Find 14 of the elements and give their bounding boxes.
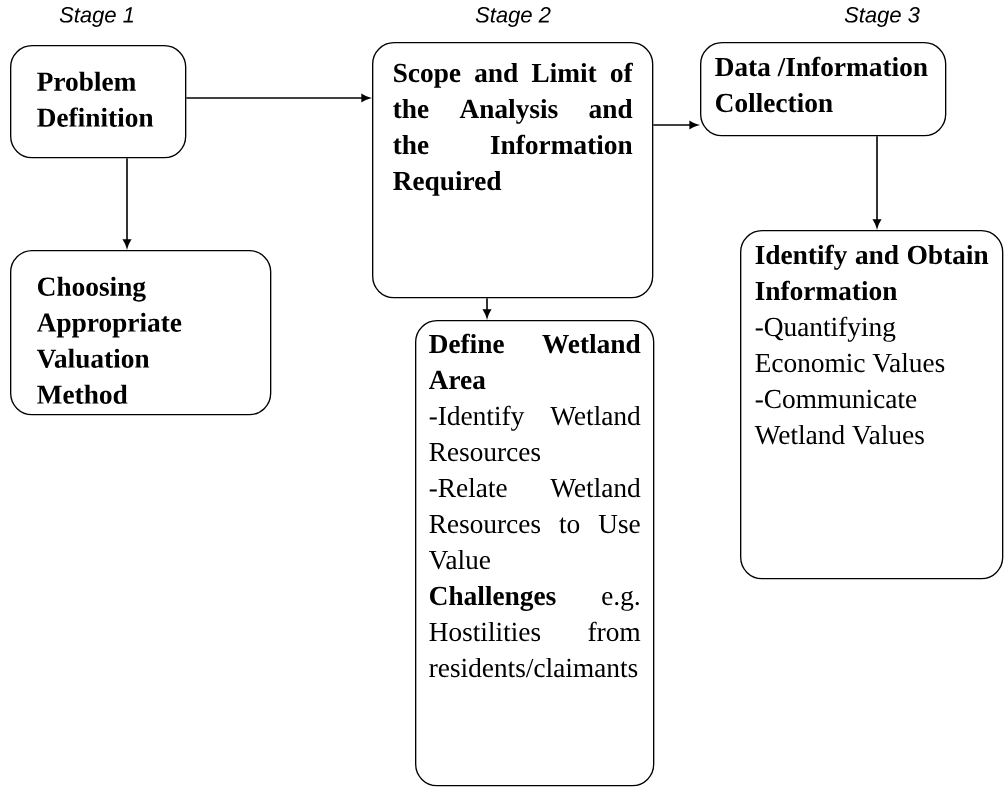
arrow	[652, 121, 698, 129]
arrow	[123, 157, 131, 248]
process-box: Choosing Appropriate Valuation Method	[10, 250, 272, 416]
arrow	[483, 297, 491, 318]
process-box: Scope and Limit of the Analysis and the Information Required	[372, 42, 654, 299]
stage-label: Stage 1	[59, 7, 134, 27]
stage-label: Stage 3	[844, 7, 920, 27]
arrow	[873, 135, 881, 228]
process-box: Data /Information Collection	[700, 42, 947, 137]
process-box: Define Wetland Area -Identify Wetland Resources -Relate Wetland Resources to Use Value Challenges e.g. Hostilities from residents/claimants	[415, 320, 655, 787]
stage-label: Stage 2	[475, 7, 551, 27]
process-box: Identify and Obtain Information -Quantifying Economic Values -Communicate Wetland Values	[740, 230, 1004, 580]
process-box: Problem Definition	[10, 45, 187, 159]
arrow	[185, 94, 370, 102]
